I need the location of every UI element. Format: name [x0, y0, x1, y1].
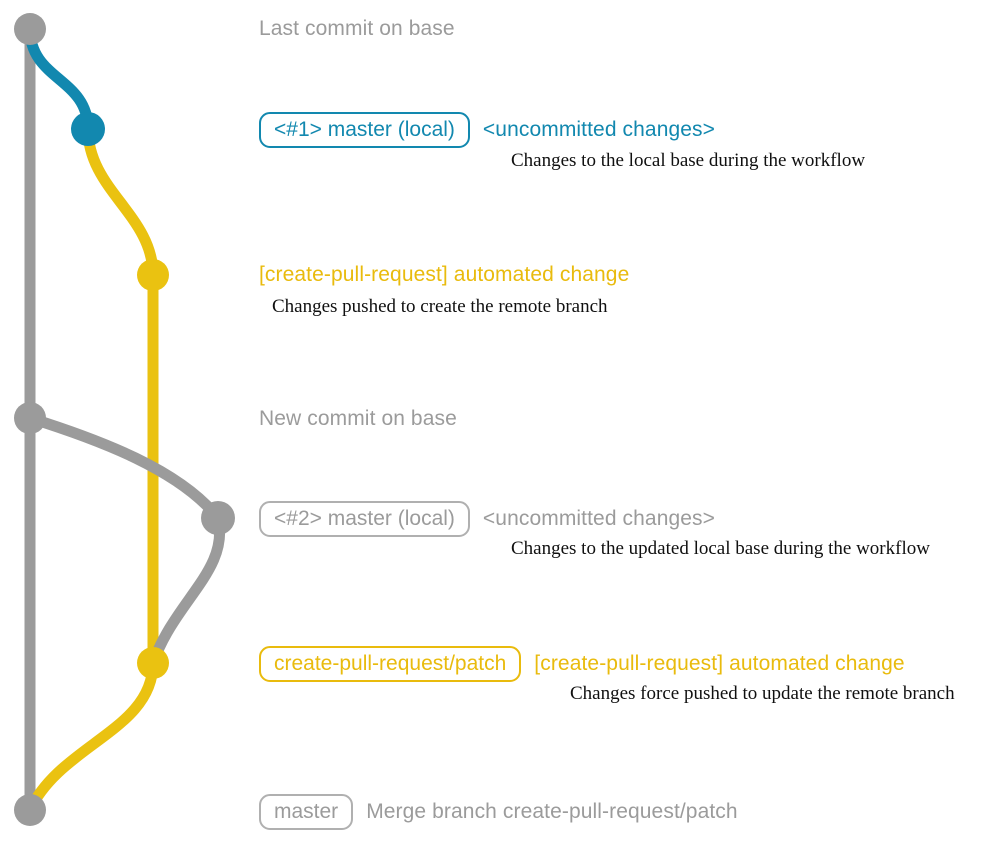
commit-description: Changes pushed to create the remote bran… [272, 296, 608, 317]
commit-message: [create-pull-request] automated change [534, 652, 905, 675]
commit-message: [create-pull-request] automated change [259, 263, 630, 286]
commit-message: Last commit on base [259, 17, 455, 40]
commit-description: Changes to the updated local base during… [511, 538, 930, 559]
merge-curve-yellow [24, 657, 159, 816]
branch-blue-local-1 [24, 23, 94, 135]
commit-row-automated-change-1: [create-pull-request] automated change [259, 263, 629, 287]
commit-row-local-uncommitted-1: <#1> master (local) <uncommitted changes… [259, 112, 715, 148]
commit-message: New commit on base [259, 407, 457, 430]
commit-node-automated-2[interactable] [137, 647, 169, 679]
commit-node-automated-1[interactable] [137, 259, 169, 291]
commit-node-base-last-commit[interactable] [14, 13, 46, 45]
commit-node-local-1[interactable] [71, 112, 105, 146]
commit-node-local-2[interactable] [201, 501, 235, 535]
commit-node-base-new-commit[interactable] [14, 402, 46, 434]
branch-badge-master[interactable]: master [259, 794, 354, 830]
branch-badge-create-pull-request-patch[interactable]: create-pull-request/patch [259, 646, 522, 682]
commit-row-merge-branch: master Merge branch create-pull-request/… [259, 794, 738, 830]
commit-description: Changes to the local base during the wor… [511, 150, 866, 171]
branch-gray-local-2 [24, 412, 226, 669]
commit-message: <uncommitted changes> [482, 118, 715, 141]
commit-row-automated-change-2: create-pull-request/patch [create-pull-r… [259, 646, 905, 682]
commit-row-last-commit-on-base: Last commit on base [259, 17, 455, 41]
commit-message: <uncommitted changes> [482, 507, 715, 530]
lane-create-pull-request [82, 123, 159, 669]
branch-badge-master-local-2[interactable]: <#2> master (local) [259, 501, 470, 537]
commit-row-new-commit-on-base: New commit on base [259, 407, 457, 431]
branch-badge-master-local-1[interactable]: <#1> master (local) [259, 112, 470, 148]
commit-node-merge-commit[interactable] [14, 794, 46, 826]
commit-description: Changes force pushed to update the remot… [570, 683, 955, 704]
commit-row-local-uncommitted-2: <#2> master (local) <uncommitted changes… [259, 501, 715, 537]
commit-message: Merge branch create-pull-request/patch [366, 800, 738, 823]
